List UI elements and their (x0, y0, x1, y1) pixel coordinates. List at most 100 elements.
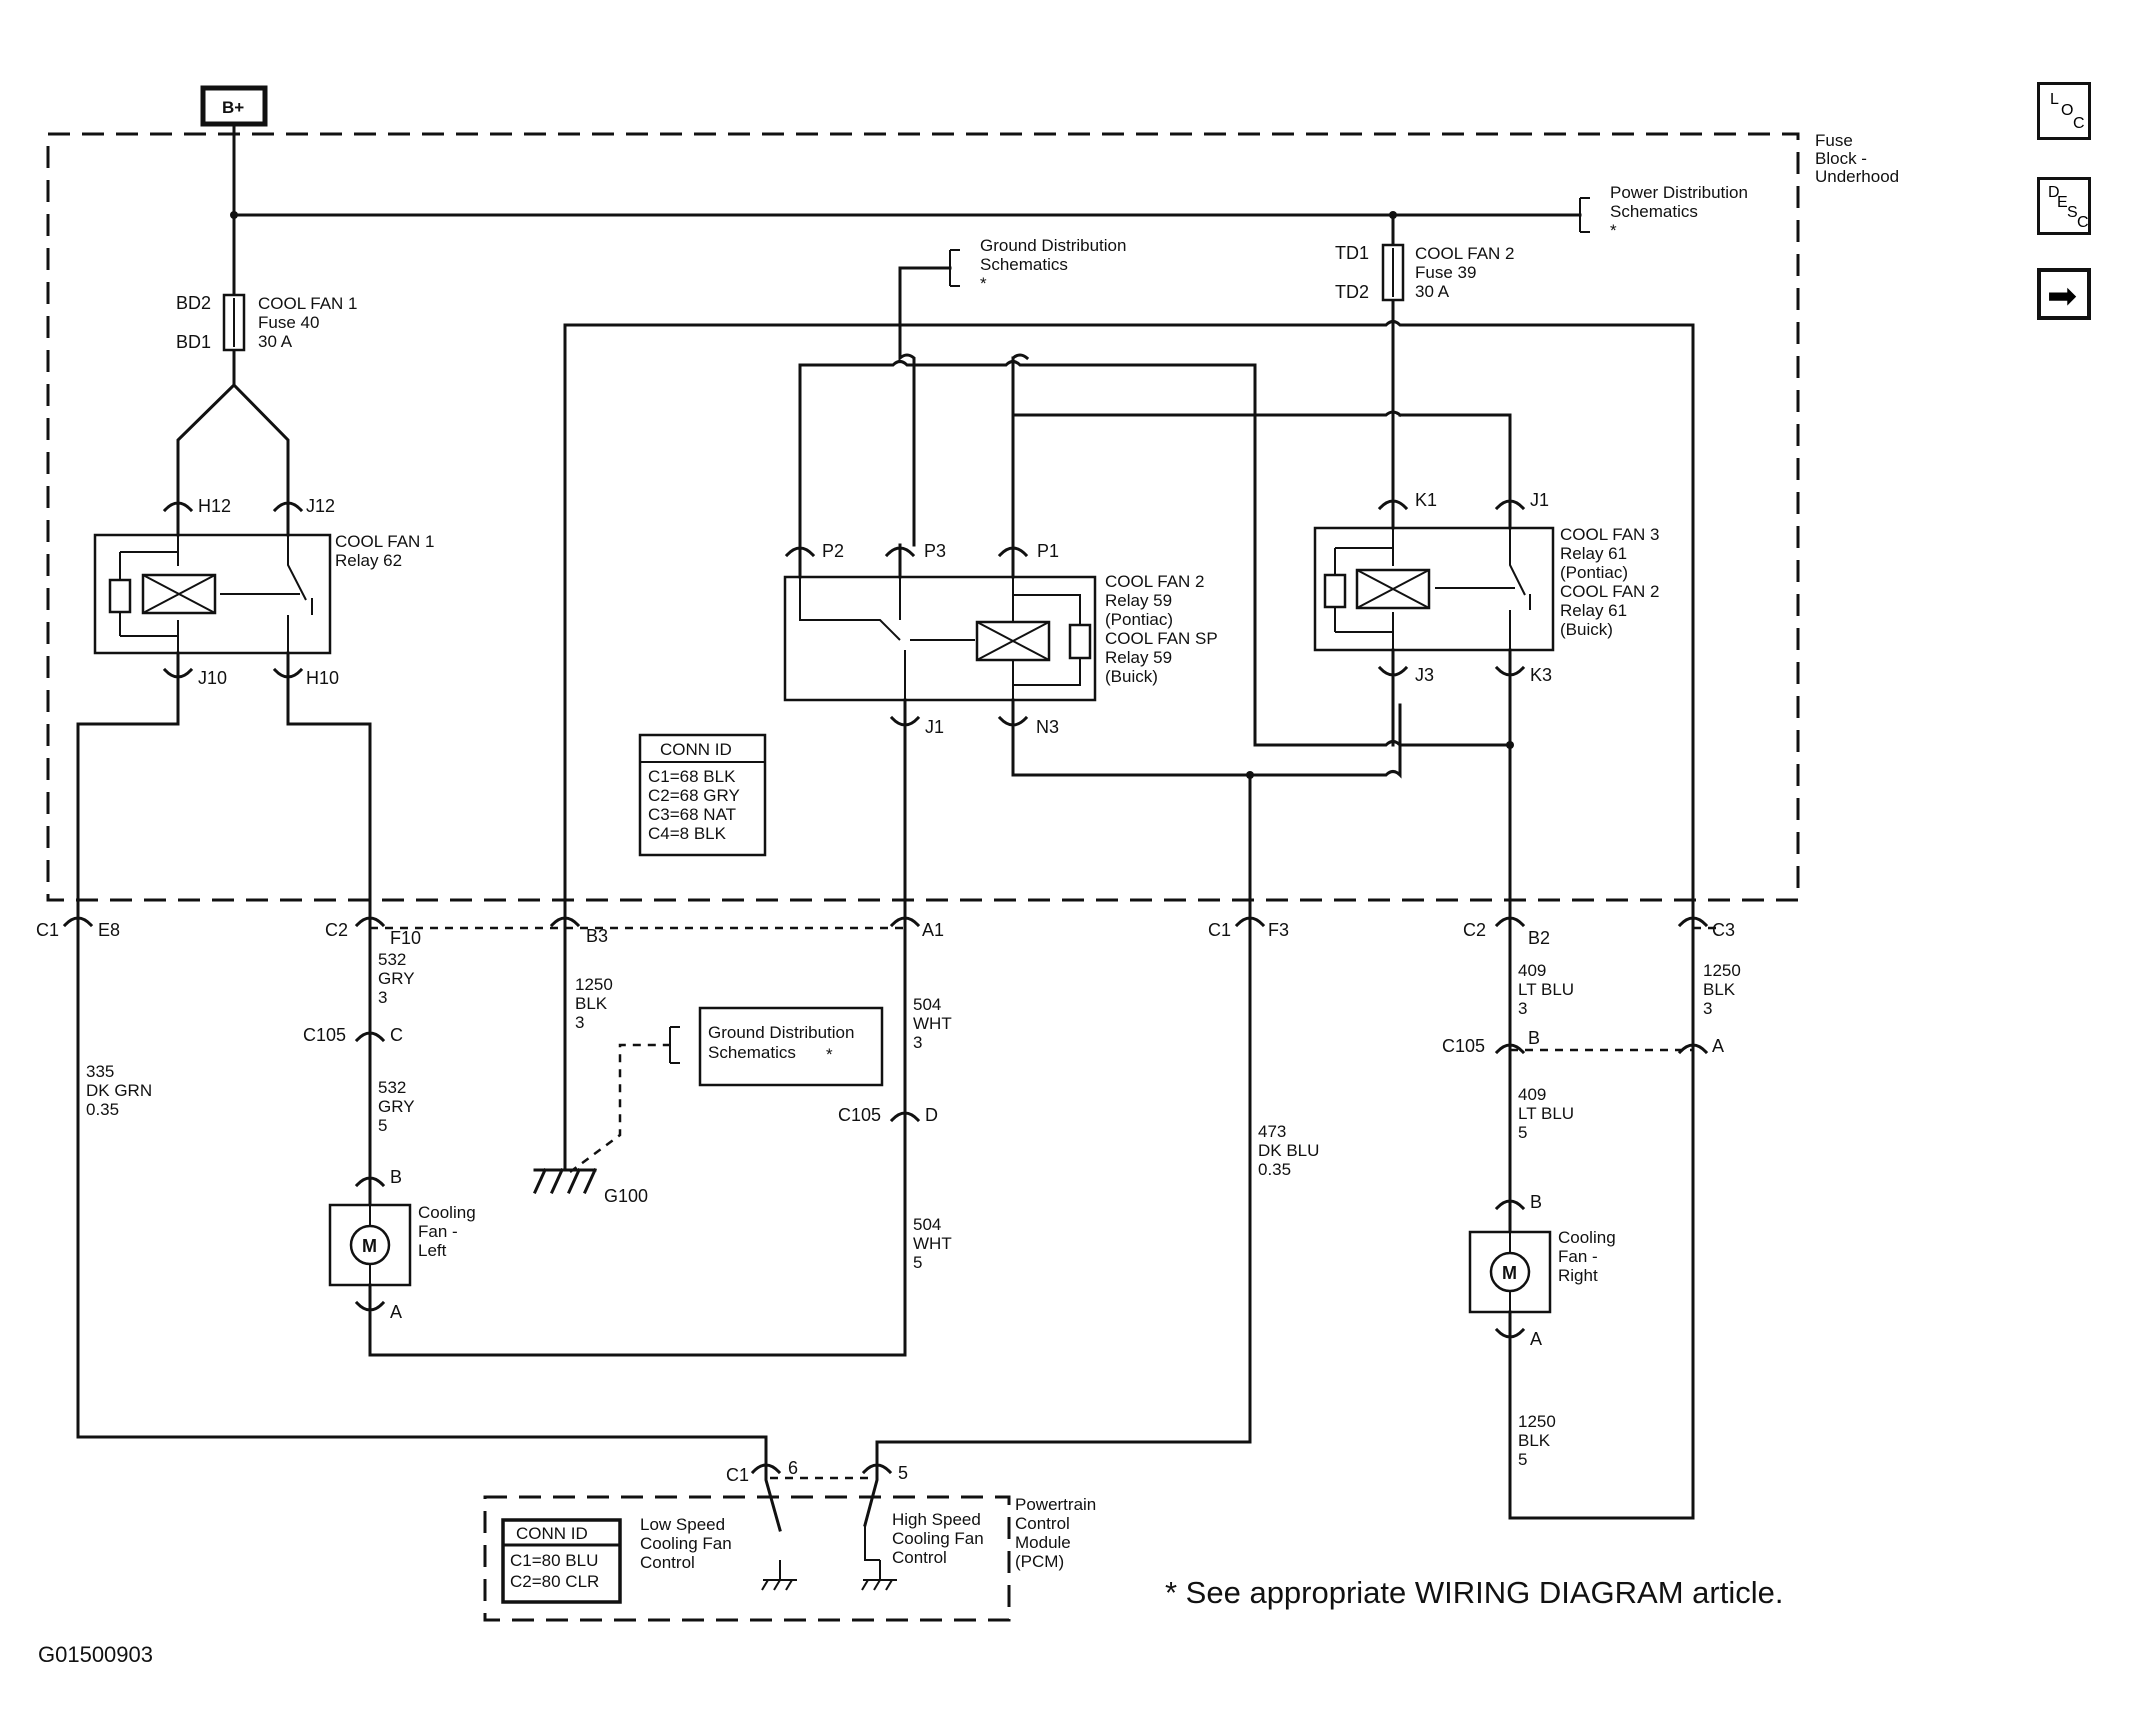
fuse1-label-3: 30 A (258, 332, 293, 351)
pcm-boundary (483, 1495, 1011, 1622)
relay1-pin-j12 (272, 498, 304, 537)
wire-473 (875, 938, 1252, 1444)
pcm-conn-5 (861, 1460, 893, 1527)
relay3-pin-j3-label: J3 (1415, 665, 1434, 685)
fan-right-motor-label: M (1502, 1263, 1517, 1283)
conn-b3 (549, 913, 581, 942)
relay1-pin-h12 (162, 498, 194, 537)
relay2-pin-n3 (997, 698, 1029, 730)
desc-letter-e: E (2057, 194, 2068, 211)
desc-button[interactable]: D E S C (2037, 177, 2091, 235)
conn-c3-label: C3 (1712, 920, 1735, 940)
conn-id-1-row-4: C4=8 BLK (648, 824, 727, 843)
relay3-coil-circuit (1334, 528, 1394, 650)
relay1-label-1: COOL FAN 1 (335, 532, 435, 551)
fan-left-label-3: Left (418, 1241, 447, 1260)
relay2-pin-j1-label: J1 (925, 717, 944, 737)
relay3-pin-k3-label: K3 (1530, 665, 1552, 685)
wire-n3-to-f3 (1011, 703, 1402, 779)
relay3-pin-k1-label: K1 (1415, 490, 1437, 510)
relay2-pin-p1 (997, 543, 1029, 579)
junction-k3 (1506, 741, 1514, 749)
conn-id-1-row-3: C3=68 NAT (648, 805, 736, 824)
relay1-pin-h12-label: H12 (198, 496, 231, 516)
wire-1250b-label-3: 3 (1703, 999, 1712, 1018)
conn-c105-d (889, 1108, 921, 1357)
fan-left-label-2: Fan - (418, 1222, 458, 1241)
fuse2-label-3: 30 A (1415, 282, 1450, 301)
wire-1250a-label-1: 1250 (575, 975, 613, 994)
conn-a1 (889, 913, 921, 942)
wire-1250b-label-1: 1250 (1703, 961, 1741, 980)
wire-1250c-label-3: 5 (1518, 1450, 1527, 1469)
relay3-resistor (1323, 573, 1347, 609)
conn-e8-label: E8 (98, 920, 120, 940)
relay2-coil-x (976, 621, 1050, 661)
relay2-label-2: Relay 59 (1105, 591, 1172, 610)
ground-dist-top-label-3: * (980, 274, 987, 293)
relay2-label-6: (Buick) (1105, 667, 1158, 686)
fuse2-label-2: Fuse 39 (1415, 263, 1476, 282)
conn-f10 (354, 913, 386, 942)
relay2-pin-p2 (784, 543, 816, 579)
footnote: * See appropriate WIRING DIAGRAM article… (1165, 1575, 1783, 1610)
wire-1250c-label-2: BLK (1518, 1431, 1551, 1450)
wire-504a-label-1: 504 (913, 995, 941, 1014)
fan-right-label-1: Cooling (1558, 1228, 1616, 1247)
power-dist-label-3: * (1610, 221, 1617, 240)
fuse2-pin-top: TD1 (1335, 243, 1369, 263)
conn-c-label: C (390, 1025, 403, 1045)
relay1-label-2: Relay 62 (335, 551, 402, 570)
ground-g100-label: G100 (604, 1186, 648, 1206)
fuse-block-label-2: Block - (1815, 149, 1867, 168)
pcm-module-label-1: Powertrain (1015, 1495, 1096, 1514)
loc-letter-o: O (2061, 102, 2074, 119)
wire-532b-label-3: 5 (378, 1116, 387, 1135)
ground-dist-top-bracket (949, 249, 960, 287)
relay1-pin-j10-label: J10 (198, 668, 227, 688)
conn-id-2-row-1: C1=80 BLU (510, 1551, 598, 1570)
wire-504b-label-3: 5 (913, 1253, 922, 1272)
conn-id-1-title: CONN ID (660, 740, 732, 759)
wire-1250c-label-1: 1250 (1518, 1412, 1556, 1431)
pcm-module-label-2: Control (1015, 1514, 1070, 1533)
fuse1-label-2: Fuse 40 (258, 313, 319, 332)
wire-473-label-2: DK BLU (1258, 1141, 1319, 1160)
relay3-label-2: Relay 61 (1560, 544, 1627, 563)
pcm-pin-5-label: 5 (898, 1463, 908, 1483)
relay1-pin-h10 (272, 651, 304, 682)
pcm-c1-label: C1 (726, 1465, 749, 1485)
pcm-high-label-3: Control (892, 1548, 947, 1567)
fan-left-motor-label: M (362, 1236, 377, 1256)
wire-j10-to-e8 (76, 681, 180, 917)
relay3-label-4: COOL FAN 2 (1560, 582, 1660, 601)
conn-c2-label: C2 (325, 920, 348, 940)
pcm-pin-6-label: 6 (788, 1458, 798, 1478)
fuse2-label-1: COOL FAN 2 (1415, 244, 1515, 263)
relay2-label-5: Relay 59 (1105, 648, 1172, 667)
junction-f3 (1246, 771, 1254, 779)
fuse-block-label-3: Underhood (1815, 167, 1899, 186)
relay3-pin-k3 (1494, 648, 1526, 680)
relay1-switch (220, 535, 313, 653)
ground-g100-dashed (569, 1043, 670, 1174)
loc-button[interactable]: L O C (2037, 82, 2091, 140)
relay3-label-1: COOL FAN 3 (1560, 525, 1660, 544)
relay2-pin-p3 (884, 543, 916, 579)
fan-left-pin-a-label: A (390, 1302, 402, 1322)
ground-dist-mid-bracket (669, 1026, 680, 1064)
conn-f3 (1234, 913, 1266, 942)
arrow-right-icon: ➡ (2047, 276, 2078, 317)
pcm-high-label-1: High Speed (892, 1510, 981, 1529)
relay1-coil-circuit (119, 535, 179, 653)
fuse1-wire (176, 213, 290, 499)
conn-a-label: A (1712, 1036, 1724, 1056)
relay2-label-4: COOL FAN SP (1105, 629, 1218, 648)
conn-c3 (1677, 913, 1709, 942)
next-button[interactable]: ➡ (2037, 268, 2091, 320)
conn-c105-c (354, 1028, 386, 1177)
relay2-pin-n3-label: N3 (1036, 717, 1059, 737)
wire-504b-label-2: WHT (913, 1234, 952, 1253)
ground-g100 (533, 1168, 597, 1194)
